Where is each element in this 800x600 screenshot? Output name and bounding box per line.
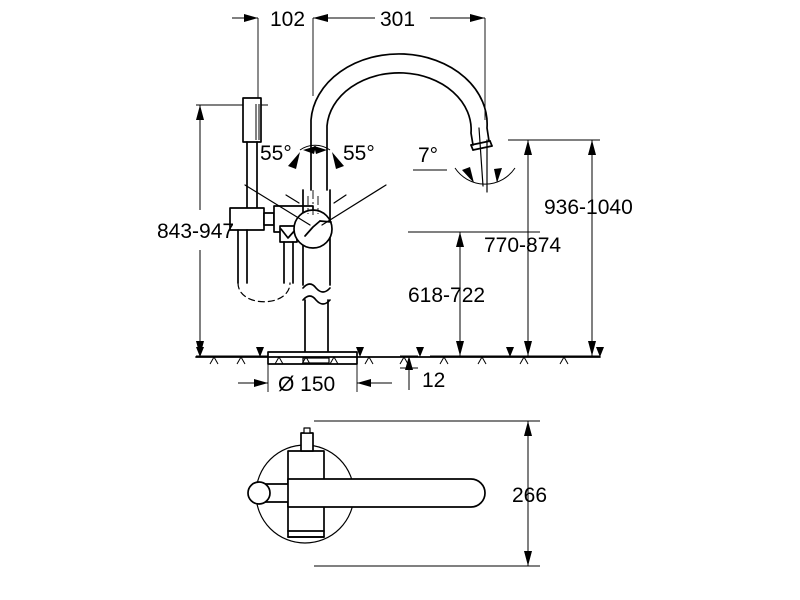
base-plate	[267, 351, 358, 365]
dimension-301: 301	[313, 8, 485, 31]
hand-shower	[242, 97, 262, 209]
floor-tick-marks	[196, 347, 604, 357]
dimension-12: 12	[405, 356, 445, 392]
dimension-12-label: 12	[422, 369, 445, 392]
dimension-diameter-150-label: Ø 150	[278, 373, 335, 396]
angle-55-arc	[299, 144, 331, 154]
angle-55-right: 55°	[321, 142, 387, 226]
dimension-102-label: 102	[270, 8, 305, 31]
spout-tube	[310, 53, 493, 191]
angle-7-annotation: 7°	[413, 127, 516, 193]
dimension-770-874: 770-874	[484, 140, 561, 356]
dimension-618-722-label: 618-722	[408, 284, 485, 307]
top-plan-view: 266	[247, 420, 547, 567]
dimension-618-722: 618-722	[408, 232, 485, 356]
angle-55-left-label: 55°	[260, 142, 292, 165]
dimension-266: 266	[512, 421, 547, 566]
floor-hatching	[209, 355, 569, 365]
dimension-843-947: 843-947	[157, 105, 234, 356]
dimension-301-label: 301	[380, 8, 415, 31]
dimension-936-1040-label: 936-1040	[544, 196, 633, 219]
angle-55-left: 55°	[244, 142, 311, 226]
dimension-843-947-label: 843-947	[157, 220, 234, 243]
dimension-770-874-label: 770-874	[484, 234, 561, 257]
angle-55-right-label: 55°	[343, 142, 375, 165]
floor-line	[195, 347, 604, 365]
control-handle	[293, 209, 333, 249]
dimension-diameter-150: Ø 150	[238, 373, 392, 396]
hand-shower-hatching	[255, 104, 260, 140]
dimension-102: 102	[232, 8, 305, 31]
column-center-lines	[307, 190, 319, 215]
dimension-266-label: 266	[512, 484, 547, 507]
angle-7-label: 7°	[418, 144, 438, 167]
front-elevation-view: 102 301	[157, 8, 633, 396]
dimension-936-1040: 936-1040	[544, 140, 633, 356]
